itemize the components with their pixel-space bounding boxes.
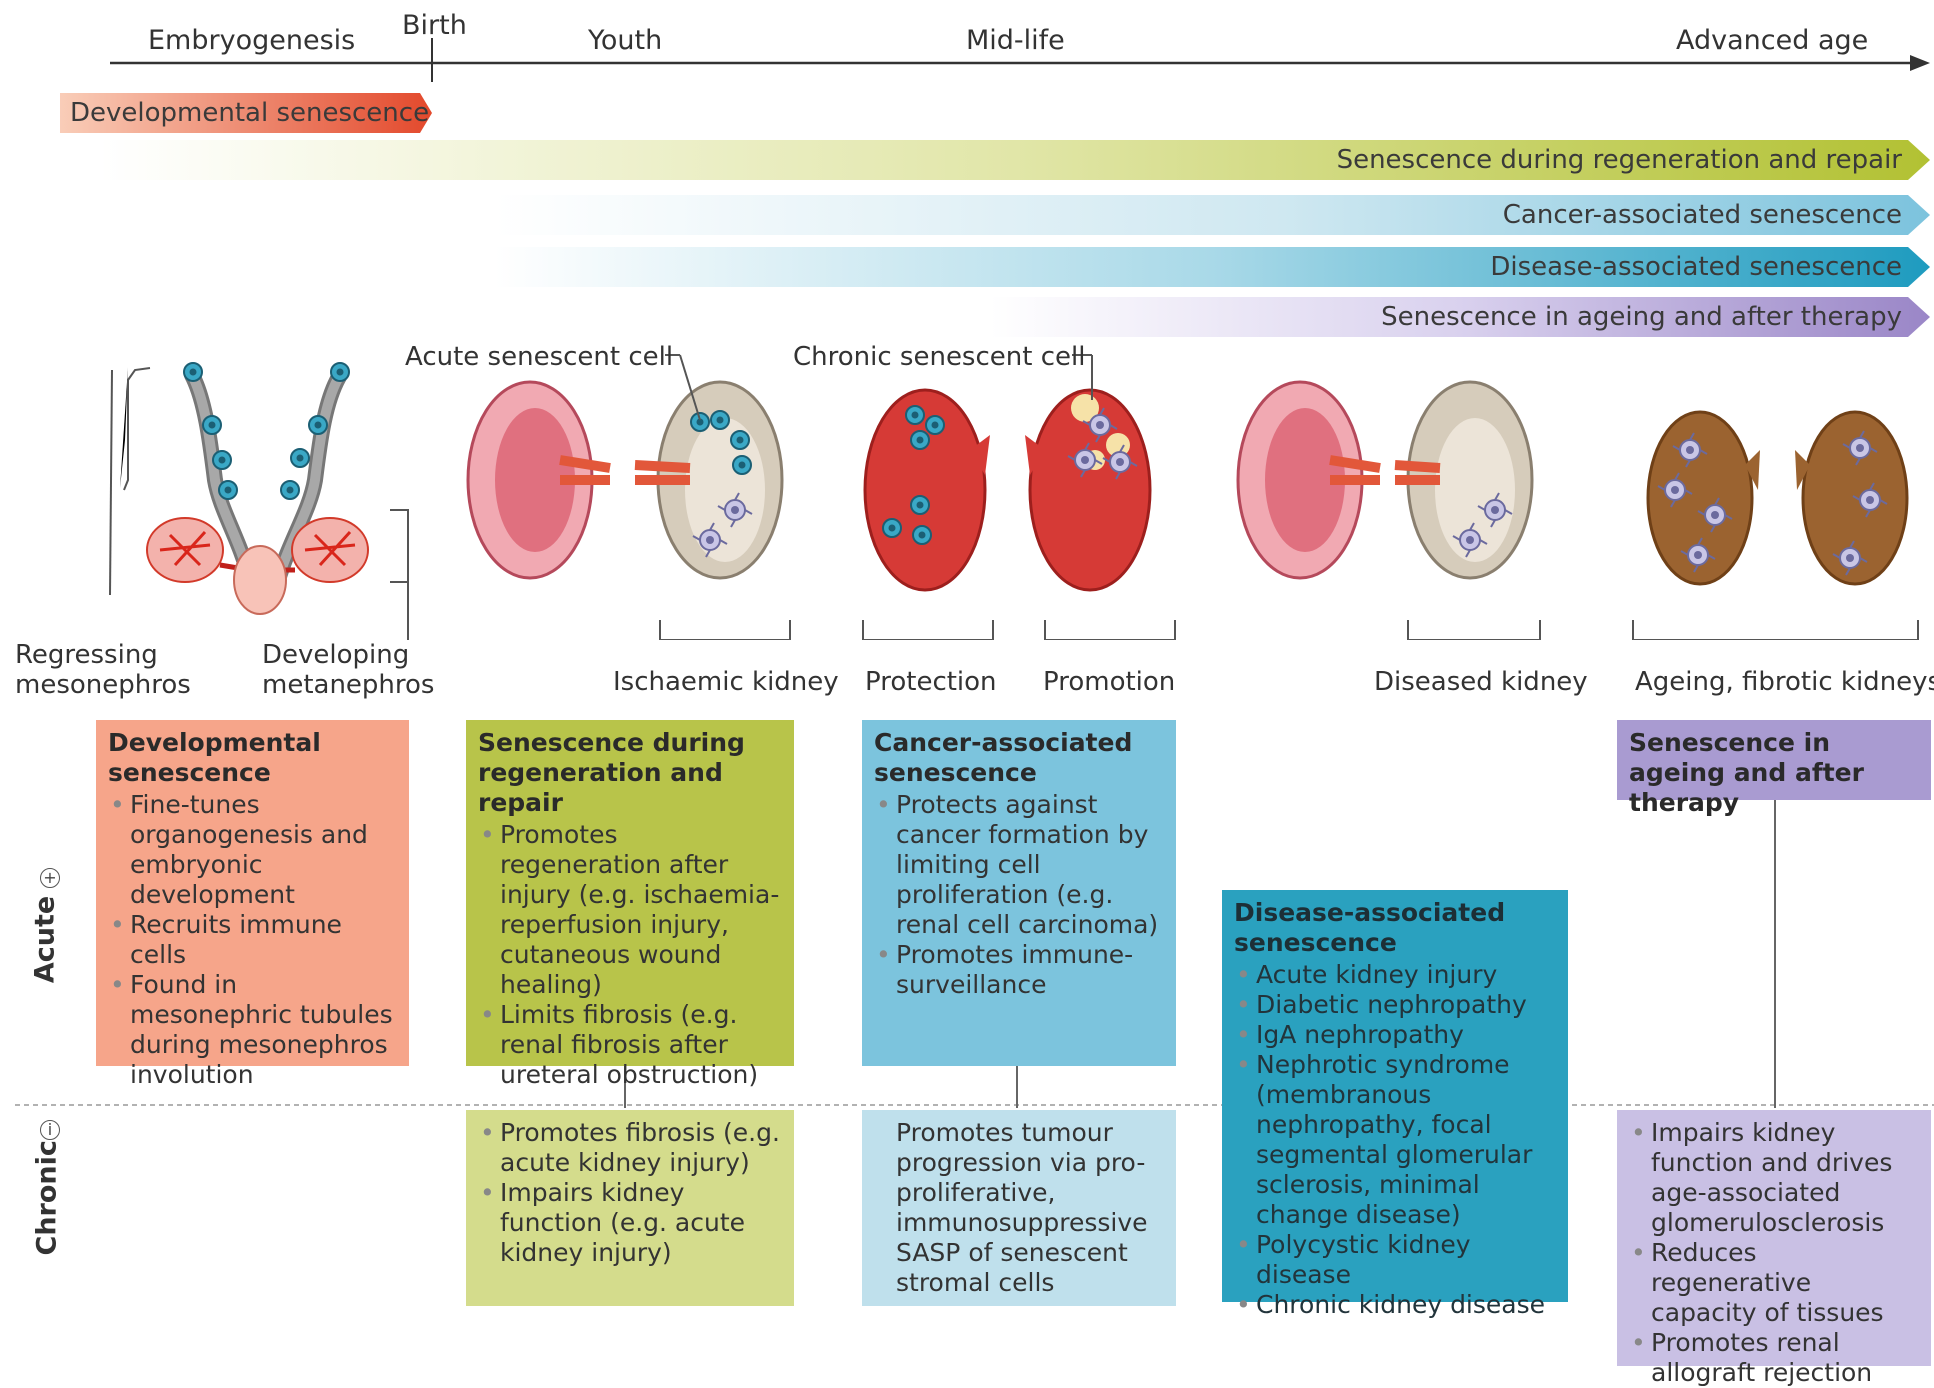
box-regeneration-list: Promotes regeneration after injury (e.g.… xyxy=(478,820,784,1090)
list-item: Promotes renal allograft rejection xyxy=(1629,1328,1921,1388)
box-ageing-title: Senescence in ageing and after therapy xyxy=(1629,728,1921,818)
box-cancer-chronic-text: Promotes tumour progression via pro-prol… xyxy=(874,1118,1166,1298)
list-item: Diabetic nephropathy xyxy=(1234,990,1558,1020)
box-cancer-chronic: Promotes tumour progression via pro-prol… xyxy=(862,1110,1176,1306)
list-item: Polycystic kidney disease xyxy=(1234,1230,1558,1290)
box-regeneration: Senescence during regeneration and repai… xyxy=(466,720,794,1066)
list-item: Found in mesonephric tubules during meso… xyxy=(108,970,399,1090)
list-item: Chronic kidney disease xyxy=(1234,1290,1558,1320)
box-developmental-title: Developmental senescence xyxy=(108,728,399,788)
list-item: Impairs kidney function (e.g. acute kidn… xyxy=(478,1178,784,1268)
box-ageing-chronic-list: Impairs kidney function and drives age-a… xyxy=(1629,1118,1921,1388)
list-item: Protects against cancer formation by lim… xyxy=(874,790,1166,940)
box-developmental: Developmental senescence Fine-tunes orga… xyxy=(96,720,409,1066)
box-disease: Disease-associated senescence Acute kidn… xyxy=(1222,890,1568,1302)
list-item: Nephrotic syndrome (membranous nephropat… xyxy=(1234,1050,1558,1230)
box-developmental-list: Fine-tunes organogenesis and embryonic d… xyxy=(108,790,399,1090)
box-ageing-chronic: Impairs kidney function and drives age-a… xyxy=(1617,1110,1931,1366)
box-disease-title: Disease-associated senescence xyxy=(1234,898,1558,958)
list-item: Promotes immune-surveillance xyxy=(874,940,1166,1000)
box-cancer-list: Protects against cancer formation by lim… xyxy=(874,790,1166,1000)
list-item: Fine-tunes organogenesis and embryonic d… xyxy=(108,790,399,910)
box-disease-list: Acute kidney injury Diabetic nephropathy… xyxy=(1234,960,1558,1320)
list-item: Limits fibrosis (e.g. renal fibrosis aft… xyxy=(478,1000,784,1090)
list-item: Recruits immune cells xyxy=(108,910,399,970)
box-ageing: Senescence in ageing and after therapy xyxy=(1617,720,1931,800)
list-item: Promotes fibrosis (e.g. acute kidney inj… xyxy=(478,1118,784,1178)
box-regeneration-chronic-list: Promotes fibrosis (e.g. acute kidney inj… xyxy=(478,1118,784,1268)
box-cancer: Cancer-associated senescence Protects ag… xyxy=(862,720,1176,1066)
list-item: Promotes regeneration after injury (e.g.… xyxy=(478,820,784,1000)
list-item: Impairs kidney function and drives age-a… xyxy=(1629,1118,1921,1238)
list-item: Acute kidney injury xyxy=(1234,960,1558,990)
list-item: Reduces regenerative capacity of tissues xyxy=(1629,1238,1921,1328)
box-cancer-title: Cancer-associated senescence xyxy=(874,728,1166,788)
box-regeneration-chronic: Promotes fibrosis (e.g. acute kidney inj… xyxy=(466,1110,794,1306)
list-item: IgA nephropathy xyxy=(1234,1020,1558,1050)
box-regeneration-title: Senescence during regeneration and repai… xyxy=(478,728,784,818)
